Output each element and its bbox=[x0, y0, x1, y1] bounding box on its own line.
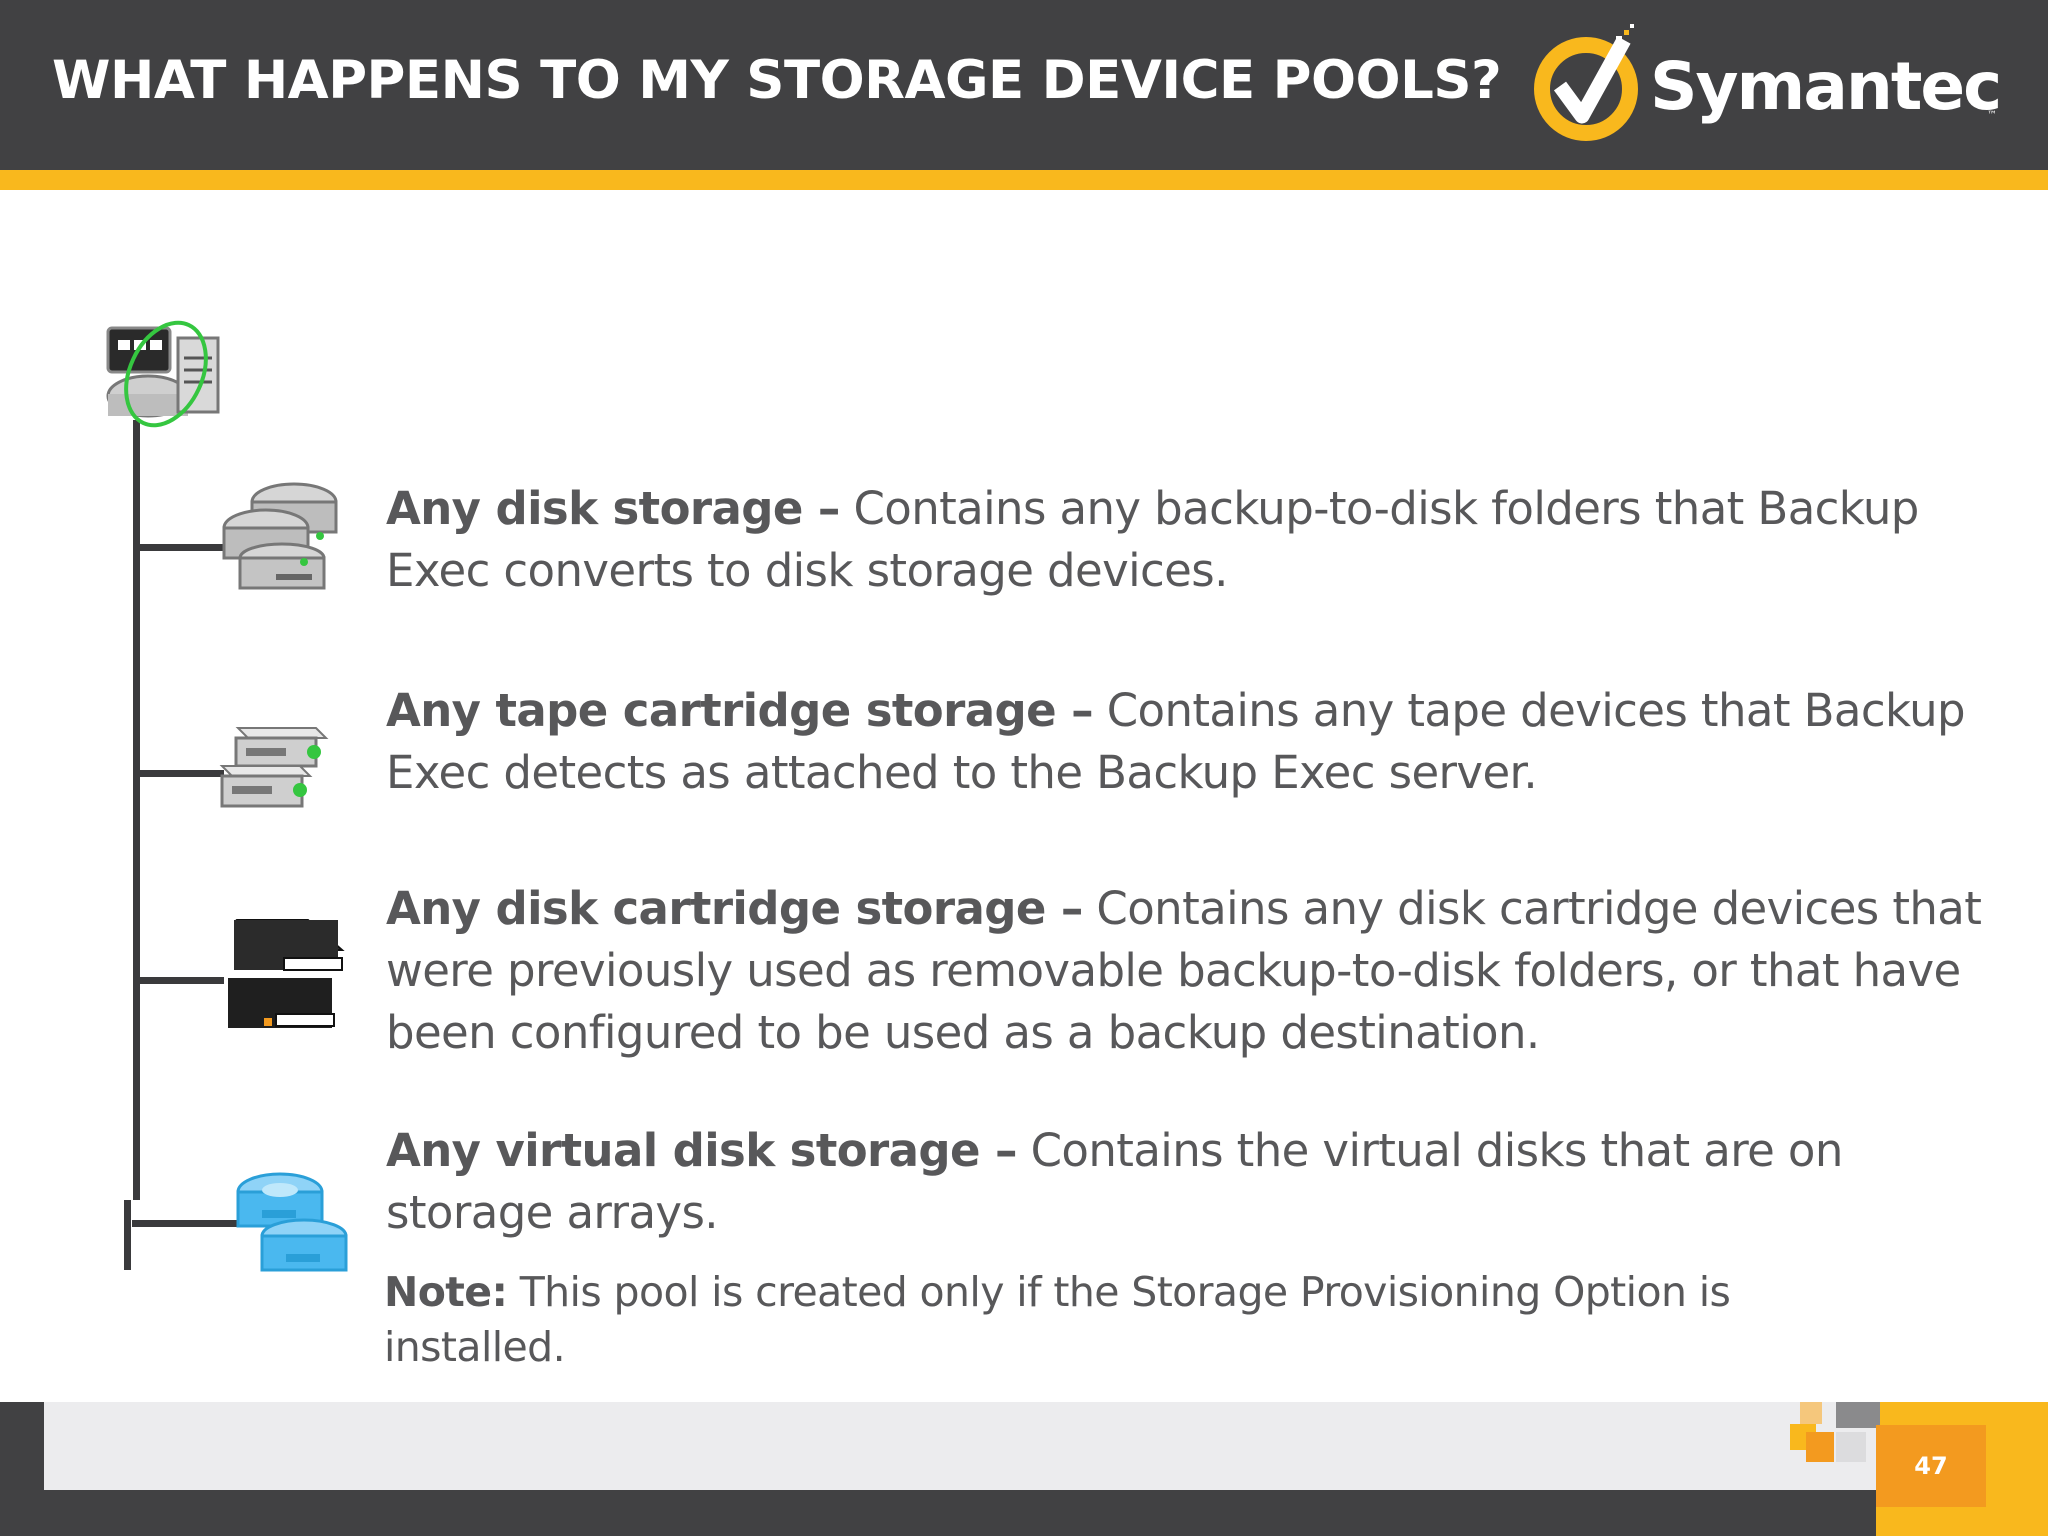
tree-trunk-line bbox=[133, 420, 140, 1200]
tree-branch-line bbox=[136, 977, 224, 984]
item-heading: Any virtual disk storage – bbox=[386, 1124, 1018, 1177]
decorative-square bbox=[1836, 1402, 1880, 1428]
header-bar bbox=[0, 0, 2048, 170]
disk-cartridge-icon bbox=[228, 919, 345, 1028]
tree-branch-line bbox=[132, 1220, 242, 1227]
item-description: Contains any tape devices that Backup Ex… bbox=[386, 684, 1966, 799]
virtual-disk-icon bbox=[236, 1172, 348, 1272]
tree-trunk-line-lower bbox=[124, 1200, 131, 1270]
item-heading: Any disk storage – bbox=[386, 482, 840, 535]
list-item-disk-storage: Any disk storage – Contains any backup-t… bbox=[386, 478, 1986, 602]
tape-drive-icon bbox=[219, 727, 329, 808]
backup-server-icon bbox=[106, 320, 220, 428]
header-accent-stripe bbox=[0, 170, 2048, 190]
decorative-square bbox=[1800, 1402, 1822, 1424]
slide-title: WHAT HAPPENS TO MY STORAGE DEVICE POOLS? bbox=[52, 50, 1502, 111]
checkmark-logo-icon bbox=[1534, 24, 1638, 141]
tree-branch-line bbox=[136, 544, 224, 551]
logo-trademark: ™ bbox=[1987, 110, 1997, 121]
item-description: Contains any backup-to-disk folders that… bbox=[386, 482, 1919, 597]
tree-branch-line bbox=[136, 770, 224, 777]
decorative-square bbox=[1836, 1432, 1866, 1462]
symantec-logo: Symantec ™ bbox=[1532, 22, 2012, 147]
item-heading: Any tape cartridge storage – bbox=[386, 684, 1094, 737]
note-label: Note: bbox=[384, 1268, 508, 1316]
disk-storage-icon bbox=[222, 482, 338, 590]
note-text: Note: This pool is created only if the S… bbox=[384, 1265, 1784, 1375]
page-number: 47 bbox=[1876, 1425, 1986, 1507]
list-item-tape-cartridge-storage: Any tape cartridge storage – Contains an… bbox=[386, 680, 1986, 804]
item-description: Contains the virtual disks that are on s… bbox=[386, 1124, 1843, 1239]
item-description: Contains any disk cartridge devices that… bbox=[386, 882, 1982, 1059]
logo-wordmark: Symantec bbox=[1650, 48, 2002, 125]
decorative-square bbox=[1806, 1432, 1834, 1462]
note-body: This pool is created only if the Storage… bbox=[384, 1268, 1731, 1371]
item-heading: Any disk cartridge storage – bbox=[386, 882, 1083, 935]
list-item-disk-cartridge-storage: Any disk cartridge storage – Contains an… bbox=[386, 878, 1986, 1064]
footer-light-band bbox=[44, 1402, 1934, 1490]
list-item-virtual-disk-storage: Any virtual disk storage – Contains the … bbox=[386, 1120, 1986, 1244]
